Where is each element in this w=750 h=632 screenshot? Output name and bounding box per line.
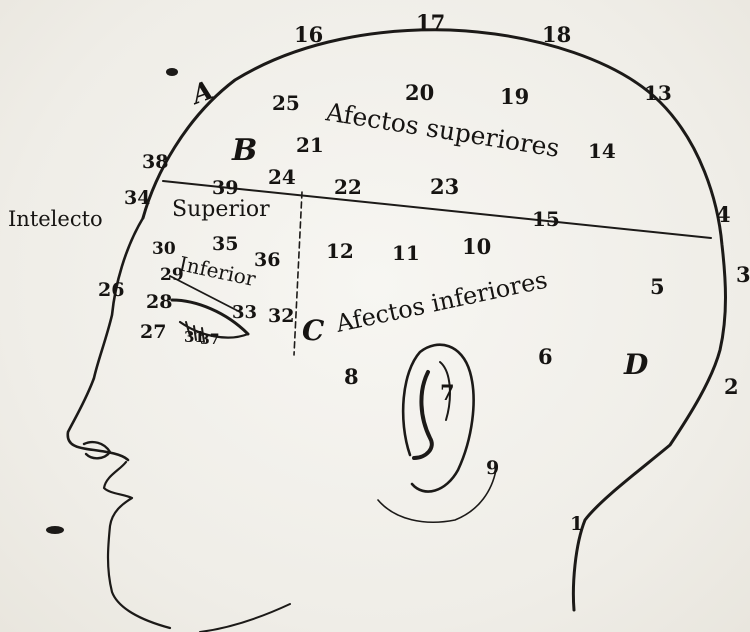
organ-number: 8: [344, 364, 359, 389]
organ-number: 9: [486, 457, 499, 479]
organ-number: 32: [268, 305, 294, 327]
label-intelecto: Intelecto: [8, 207, 103, 231]
region-letter-c: C: [302, 314, 325, 347]
region-letter-d: D: [623, 348, 649, 381]
organ-number: 10: [462, 234, 491, 259]
organ-number: 15: [532, 207, 560, 231]
organ-number: 26: [98, 279, 124, 301]
region-letter-b: B: [231, 133, 257, 168]
organ-number: 16: [294, 22, 323, 47]
organ-number: 25: [272, 91, 300, 115]
ear-inner: [414, 372, 432, 458]
label-superior: Superior: [172, 197, 270, 222]
ink-spot: [46, 526, 64, 534]
organ-number: 4: [716, 202, 731, 227]
label-afectos-inferiores: Afectos inferiores: [332, 266, 549, 338]
organ-number: 18: [542, 22, 571, 47]
ink-spot: [166, 68, 178, 76]
organ-number: 30: [152, 239, 176, 259]
organ-number: 27: [140, 321, 166, 343]
organ-number: 7: [440, 380, 455, 405]
organ-number: 33: [232, 302, 257, 323]
organ-number: 35: [212, 233, 238, 255]
organ-number: 36: [254, 249, 280, 271]
ear-outer: [403, 345, 473, 492]
organ-number: 12: [326, 239, 354, 263]
organ-number: 24: [268, 165, 296, 189]
organ-number: 14: [588, 139, 616, 163]
organ-number: 11: [392, 241, 420, 265]
organ-number: 19: [500, 84, 529, 109]
organ-number: 23: [430, 174, 459, 199]
face-profile: [68, 218, 143, 460]
mouth-chin: [104, 462, 170, 628]
organ-number: 37: [200, 332, 219, 348]
organ-number: 5: [650, 274, 665, 299]
organ-number: 28: [146, 291, 172, 313]
organ-number: 2: [724, 374, 739, 399]
organ-number: 39: [212, 177, 238, 199]
organ-number: 13: [644, 81, 672, 105]
organ-number: 38: [142, 151, 168, 173]
organ-number: 17: [416, 10, 445, 35]
jaw-ramus: [378, 470, 496, 522]
organ-number: 1: [570, 513, 583, 535]
organ-number: 21: [296, 133, 324, 157]
vertical-divider: [294, 192, 302, 355]
organ-number: 20: [405, 80, 434, 105]
organ-number: 3: [736, 262, 750, 287]
organ-number: 34: [124, 187, 150, 209]
region-letter-a: A: [185, 75, 217, 111]
jaw-line: [200, 604, 290, 632]
organ-number: 22: [334, 175, 362, 199]
organ-number: 6: [538, 344, 553, 369]
organ-number: 29: [160, 265, 184, 285]
